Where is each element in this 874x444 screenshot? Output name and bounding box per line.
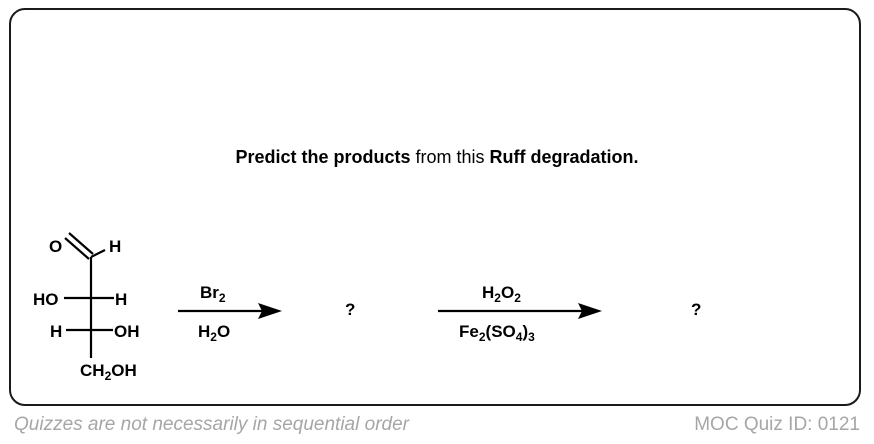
- c3-hydroxyl: OH: [114, 322, 140, 341]
- step1-product-unknown: ?: [345, 300, 355, 319]
- quiz-card: [9, 8, 861, 406]
- aldehyde-h-bond: [90, 249, 106, 258]
- step1-reagent: Br2: [200, 283, 226, 305]
- c3-hydrogen: H: [50, 322, 62, 341]
- quiz-id: MOC Quiz ID: 0121: [694, 414, 860, 435]
- c2-hydroxyl: HO: [33, 290, 59, 309]
- carbonyl-bond-2: [68, 232, 94, 255]
- fischer-projection: [64, 232, 114, 358]
- c2-hydrogen: H: [115, 290, 127, 309]
- step2-product-unknown: ?: [691, 300, 701, 319]
- terminal-ch2oh: CH2OH: [80, 361, 137, 383]
- aldehyde-hydrogen: H: [109, 237, 121, 256]
- prompt-bold-1: Predict the products: [235, 147, 411, 167]
- step2-reagent: H2O2: [482, 283, 521, 305]
- step2-arrow: [438, 303, 602, 319]
- prompt-bold-2: Ruff degradation.: [489, 147, 639, 167]
- step2-catalyst: Fe2(SO4)3: [459, 322, 535, 344]
- prompt-plain: from this: [410, 147, 490, 167]
- question-prompt: Predict the products from this Ruff degr…: [0, 147, 874, 168]
- step1-solvent: H2O: [198, 322, 230, 344]
- carbonyl-bond-1: [64, 237, 90, 260]
- carbonyl-oxygen: O: [49, 237, 62, 256]
- step1-arrow: [178, 303, 282, 319]
- footer-note: Quizzes are not necessarily in sequentia…: [14, 414, 409, 435]
